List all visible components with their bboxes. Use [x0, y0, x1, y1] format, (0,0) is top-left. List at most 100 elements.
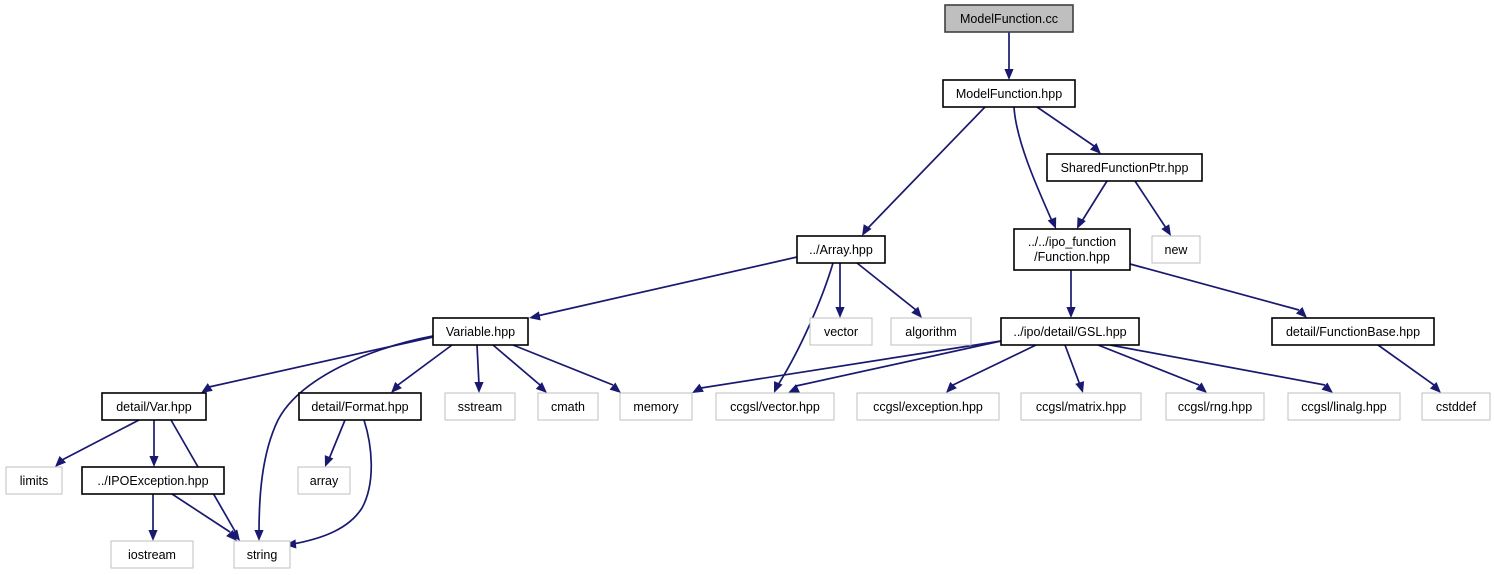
graph-node-modelfunction_hpp[interactable]: ModelFunction.hpp — [942, 79, 1076, 108]
node-label: new — [1165, 243, 1189, 257]
node-box[interactable] — [1151, 235, 1201, 264]
node-box[interactable] — [5, 466, 63, 495]
node-box[interactable] — [1271, 317, 1435, 346]
graph-node-variable_hpp[interactable]: Variable.hpp — [432, 317, 529, 346]
node-box[interactable] — [1421, 392, 1491, 421]
graph-node-var_hpp[interactable]: detail/Var.hpp — [101, 392, 207, 421]
graph-node-ccgsl_linalg[interactable]: ccgsl/linalg.hpp — [1287, 392, 1401, 421]
edge-line — [952, 344, 1037, 386]
graph-node-ccgsl_rng[interactable]: ccgsl/rng.hpp — [1165, 392, 1265, 421]
node-box[interactable] — [1046, 153, 1203, 182]
edge-gsl_hpp-to-ccgsl_matrix — [1064, 344, 1085, 393]
graph-node-ccgsl_matrix[interactable]: ccgsl/matrix.hpp — [1020, 392, 1142, 421]
edge-line — [1377, 344, 1435, 386]
graph-node-array_hpp[interactable]: ../Array.hpp — [796, 235, 886, 264]
graph-node-gsl_hpp[interactable]: ../ipo/detail/GSL.hpp — [1000, 317, 1140, 346]
node-box[interactable] — [809, 317, 873, 346]
arrowhead — [285, 539, 297, 549]
node-box[interactable] — [944, 4, 1074, 33]
node-box[interactable] — [1165, 392, 1265, 421]
edge-line — [328, 419, 346, 460]
node-box[interactable] — [715, 392, 835, 421]
node-label: algorithm — [905, 325, 956, 339]
node-box[interactable] — [298, 392, 422, 421]
edge-modelfunction_hpp-to-array_hpp — [862, 106, 986, 236]
node-label: ccgsl/exception.hpp — [873, 400, 983, 414]
edge-gsl_hpp-to-ccgsl_rng — [1097, 344, 1207, 393]
arrowhead — [55, 455, 67, 467]
graph-node-string_hdr[interactable]: string — [233, 540, 291, 569]
node-label: ../ipo/detail/GSL.hpp — [1013, 325, 1126, 339]
graph-node-sharedfunctionptr[interactable]: SharedFunctionPtr.hpp — [1046, 153, 1203, 182]
node-label: detail/Format.hpp — [311, 400, 408, 414]
edge-ipoexception_hpp-to-string_hdr — [171, 493, 237, 541]
arrowhead — [788, 384, 800, 393]
graph-node-cstddef_hdr[interactable]: cstddef — [1421, 392, 1491, 421]
arrowhead — [148, 530, 158, 541]
edge-line — [397, 344, 453, 386]
node-box[interactable] — [942, 79, 1076, 108]
graph-node-functionbase_hpp[interactable]: detail/FunctionBase.hpp — [1271, 317, 1435, 346]
arrowhead — [1195, 382, 1207, 393]
edge-line — [700, 340, 1002, 389]
edge-line — [1129, 263, 1300, 311]
node-box[interactable] — [101, 392, 207, 421]
graph-node-modelfunction_cc[interactable]: ModelFunction.cc — [944, 4, 1074, 33]
node-box[interactable] — [432, 317, 529, 346]
graph-node-array_hdr[interactable]: array — [297, 466, 351, 495]
arrowhead — [229, 529, 240, 541]
graph-node-algorithm_hdr[interactable]: algorithm — [890, 317, 972, 346]
node-box[interactable] — [890, 317, 972, 346]
node-box[interactable] — [1000, 317, 1140, 346]
edge-line — [856, 262, 917, 311]
graph-node-cmath_hdr[interactable]: cmath — [537, 392, 599, 421]
node-box[interactable] — [1020, 392, 1142, 421]
graph-node-ipo_function[interactable]: ../../ipo_function/Function.hpp — [1013, 228, 1131, 271]
edge-line — [492, 344, 541, 386]
edge-line — [1064, 344, 1081, 386]
arrowhead — [1161, 224, 1171, 236]
arrowhead — [609, 382, 621, 393]
arrowhead — [1429, 381, 1441, 393]
node-box[interactable] — [110, 540, 194, 569]
node-box[interactable] — [856, 392, 1000, 421]
node-label: ../IPOException.hpp — [97, 474, 208, 488]
arrowhead — [1077, 217, 1086, 229]
node-box[interactable] — [81, 466, 225, 495]
edge-gsl_hpp-to-ccgsl_linalg — [1109, 344, 1333, 393]
graph-node-format_hpp[interactable]: detail/Format.hpp — [298, 392, 422, 421]
node-label: string — [247, 548, 278, 562]
arrowhead — [1089, 142, 1101, 154]
node-box[interactable] — [619, 392, 693, 421]
graph-node-memory_hdr[interactable]: memory — [619, 392, 693, 421]
arrowhead — [835, 307, 845, 318]
edge-variable_hpp-to-memory_hdr — [512, 344, 621, 393]
node-box[interactable] — [1287, 392, 1401, 421]
graph-node-ccgsl_vector[interactable]: ccgsl/vector.hpp — [715, 392, 835, 421]
node-box[interactable] — [444, 392, 516, 421]
graph-node-ccgsl_exception[interactable]: ccgsl/exception.hpp — [856, 392, 1000, 421]
node-label: ccgsl/matrix.hpp — [1036, 400, 1126, 414]
nodes-layer: ModelFunction.ccModelFunction.hppSharedF… — [5, 4, 1491, 569]
node-box[interactable] — [297, 466, 351, 495]
arrowhead — [201, 383, 213, 393]
node-box[interactable] — [233, 540, 291, 569]
node-box[interactable] — [1013, 228, 1131, 271]
edge-modelfunction_hpp-to-ipo_function — [1013, 106, 1057, 229]
node-box[interactable] — [537, 392, 599, 421]
node-box[interactable] — [796, 235, 886, 264]
edge-line — [171, 493, 231, 533]
arrowhead — [535, 382, 547, 393]
edge-line — [476, 344, 480, 386]
graph-node-iostream_hdr[interactable]: iostream — [110, 540, 194, 569]
graph-node-new_hdr[interactable]: new — [1151, 235, 1201, 264]
edge-line — [1081, 180, 1108, 222]
arrowhead — [1047, 217, 1057, 229]
graph-node-sstream_hdr[interactable]: sstream — [444, 392, 516, 421]
graph-node-vector_hdr[interactable]: vector — [809, 317, 873, 346]
edge-line — [512, 344, 614, 386]
arrowhead — [254, 530, 264, 541]
arrowhead — [226, 529, 237, 541]
graph-node-ipoexception_hpp[interactable]: ../IPOException.hpp — [81, 466, 225, 495]
graph-node-limits_hdr[interactable]: limits — [5, 466, 63, 495]
